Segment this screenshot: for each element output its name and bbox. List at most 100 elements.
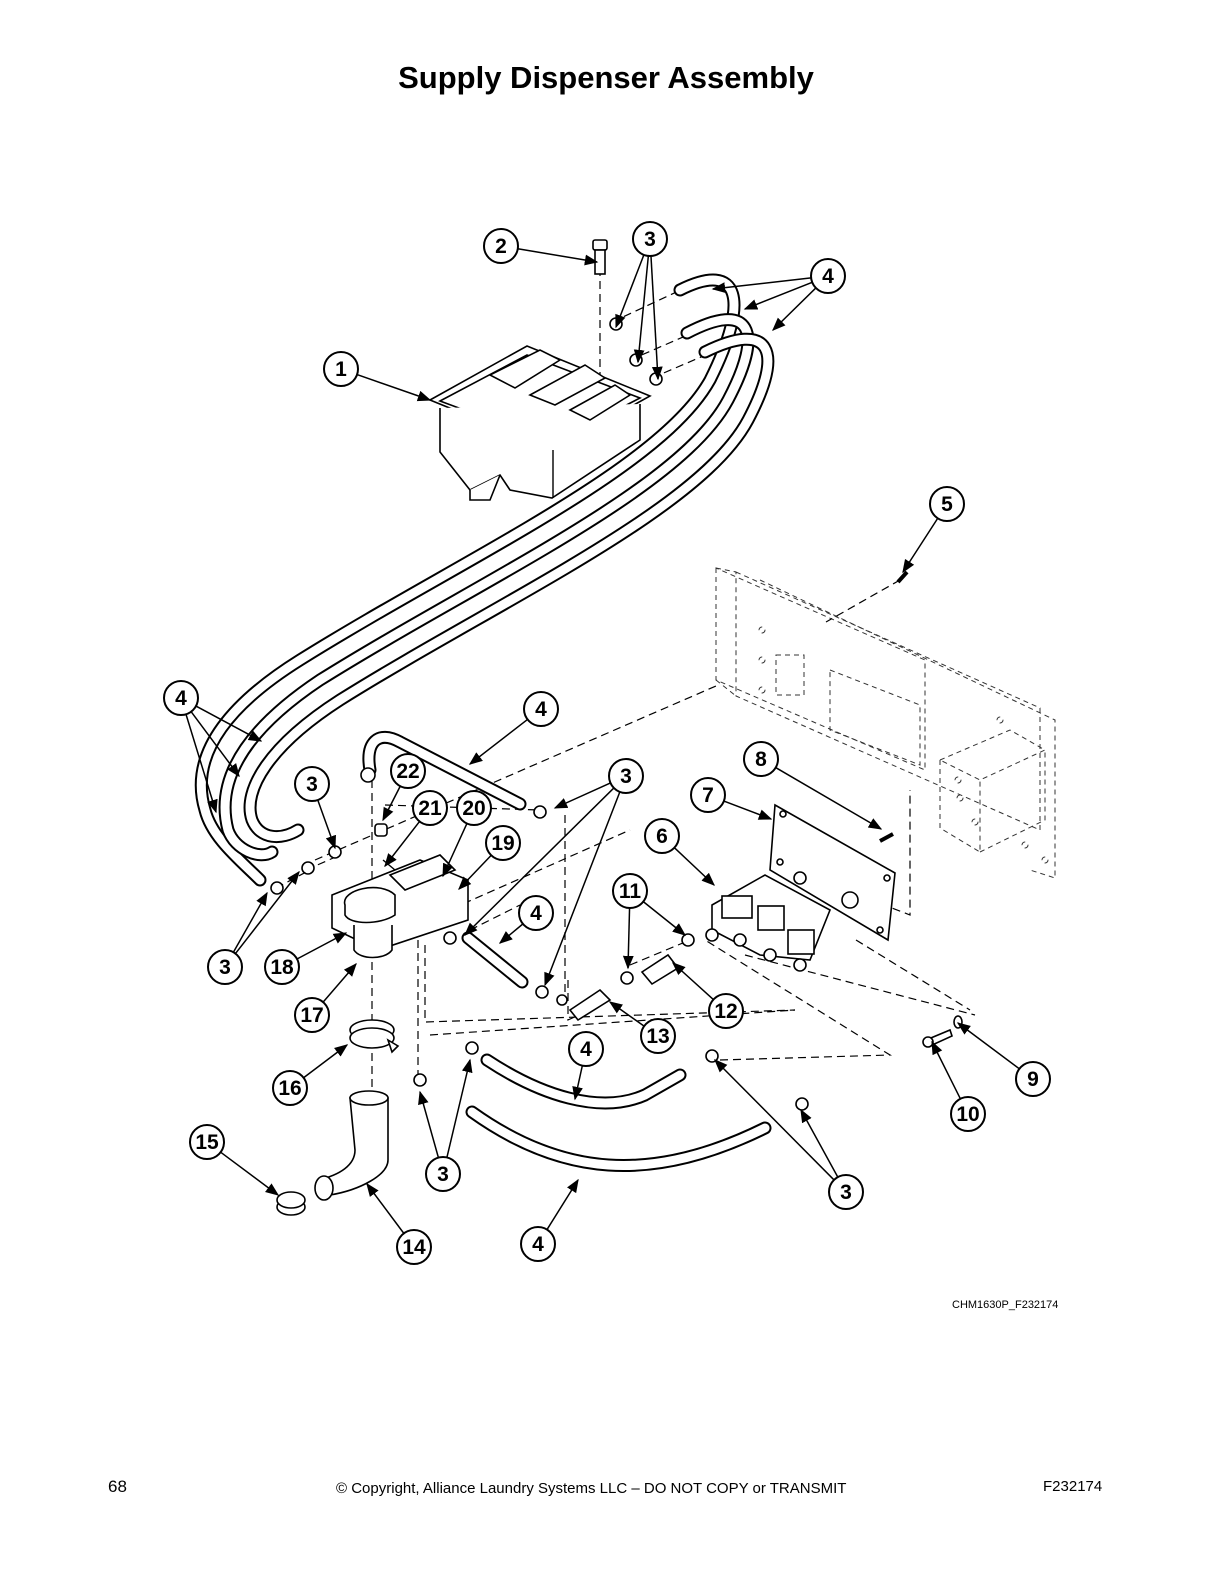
callout-4: 4 xyxy=(468,691,559,765)
callout-leader xyxy=(190,711,240,778)
callout-3: 3 xyxy=(714,1059,864,1210)
callout-4: 4 xyxy=(163,680,263,814)
callout-number: 3 xyxy=(840,1181,852,1204)
callout-15: 15 xyxy=(189,1124,280,1196)
callout-3: 3 xyxy=(207,870,300,985)
callout-leader xyxy=(296,932,348,960)
copyright-notice: © Copyright, Alliance Laundry Systems LL… xyxy=(336,1480,847,1497)
callout-3: 3 xyxy=(615,221,668,381)
callout-17: 17 xyxy=(294,962,357,1033)
callout-number: 13 xyxy=(646,1025,669,1048)
callout-circle xyxy=(390,753,426,789)
dispenser-body xyxy=(428,345,652,501)
callout-22: 22 xyxy=(382,753,426,822)
callout-circle xyxy=(810,258,846,294)
callout-20: 20 xyxy=(442,790,492,878)
callout-6: 6 xyxy=(644,818,715,886)
mounting-plate xyxy=(769,803,896,942)
callout-3: 3 xyxy=(294,766,336,850)
callout-1: 1 xyxy=(323,351,432,402)
callout-number: 4 xyxy=(530,902,542,925)
callout-leader xyxy=(723,800,773,820)
bolt-and-washer xyxy=(922,1015,963,1048)
callout-leader xyxy=(234,870,300,955)
callout-8: 8 xyxy=(743,741,883,830)
long-hoses xyxy=(194,273,775,1172)
callout-leader xyxy=(673,847,715,886)
callout-leader xyxy=(356,373,432,402)
callout-circle xyxy=(690,777,726,813)
callout-number: 18 xyxy=(270,956,294,979)
callout-4: 4 xyxy=(520,1178,579,1262)
callout-circle xyxy=(612,873,648,909)
callout-leader xyxy=(775,766,883,830)
callout-leader xyxy=(931,1040,962,1100)
callout-circle xyxy=(708,993,744,1029)
callout-number: 8 xyxy=(755,748,767,771)
callout-4: 4 xyxy=(498,895,554,944)
callout-leader xyxy=(232,891,268,953)
callout-number: 6 xyxy=(656,825,668,848)
callout-3: 3 xyxy=(464,758,644,987)
callout-leader xyxy=(633,255,650,364)
callout-leader xyxy=(772,287,817,331)
callout-circle xyxy=(644,818,680,854)
callout-number: 15 xyxy=(195,1131,219,1154)
callout-leader xyxy=(366,1182,405,1234)
callout-circle xyxy=(929,486,965,522)
callout-leader xyxy=(553,782,611,809)
callout-circle xyxy=(640,1018,676,1054)
callout-number: 21 xyxy=(418,797,442,820)
callout-circle xyxy=(608,758,644,794)
callout-circle xyxy=(1015,1061,1051,1097)
water-valve xyxy=(705,874,832,972)
callout-leader xyxy=(442,823,468,878)
callout-leader xyxy=(711,277,812,294)
callout-circle xyxy=(456,790,492,826)
callout-leader xyxy=(195,705,263,742)
callout-leader xyxy=(322,962,357,1003)
callout-circle xyxy=(520,1226,556,1262)
callout-circle xyxy=(163,680,199,716)
callout-number: 7 xyxy=(702,784,714,807)
callout-circle xyxy=(323,351,359,387)
callout-leader xyxy=(572,1065,584,1101)
callout-4: 4 xyxy=(711,258,846,331)
callout-21: 21 xyxy=(384,790,448,868)
callout-4: 4 xyxy=(568,1031,604,1101)
callout-leader xyxy=(382,785,401,822)
callout-circle xyxy=(568,1031,604,1067)
rear-console-phantom xyxy=(715,567,1056,879)
callout-number: 16 xyxy=(278,1077,301,1100)
mixing-valve-assembly xyxy=(331,823,469,959)
callout-circle xyxy=(264,949,300,985)
callout-14: 14 xyxy=(366,1182,432,1265)
callout-circle xyxy=(632,221,668,257)
callout-11: 11 xyxy=(612,873,687,970)
figure-code: CHM1630P_F232174 xyxy=(952,1299,1059,1311)
hose-clamps xyxy=(270,317,809,1111)
callout-5: 5 xyxy=(902,486,965,574)
callout-number: 4 xyxy=(822,265,834,288)
callout-number: 4 xyxy=(580,1038,592,1061)
callout-leader xyxy=(615,254,645,329)
callout-leader xyxy=(902,517,939,574)
cap-pin-part xyxy=(592,239,608,275)
callout-circle xyxy=(189,1124,225,1160)
callout-number: 4 xyxy=(175,687,187,710)
callout-12: 12 xyxy=(671,962,744,1029)
callout-number: 3 xyxy=(306,773,318,796)
callout-leader xyxy=(185,714,218,814)
callout-circle xyxy=(743,741,779,777)
callout-leader xyxy=(468,718,529,765)
callout-leader xyxy=(956,1022,1020,1070)
callout-number: 22 xyxy=(396,760,419,783)
callout-leader xyxy=(544,791,621,987)
callout-circle xyxy=(523,691,559,727)
callout-circle xyxy=(828,1174,864,1210)
callout-number: 10 xyxy=(956,1103,979,1126)
callout-leader xyxy=(464,787,615,936)
callout-leader xyxy=(517,248,599,266)
